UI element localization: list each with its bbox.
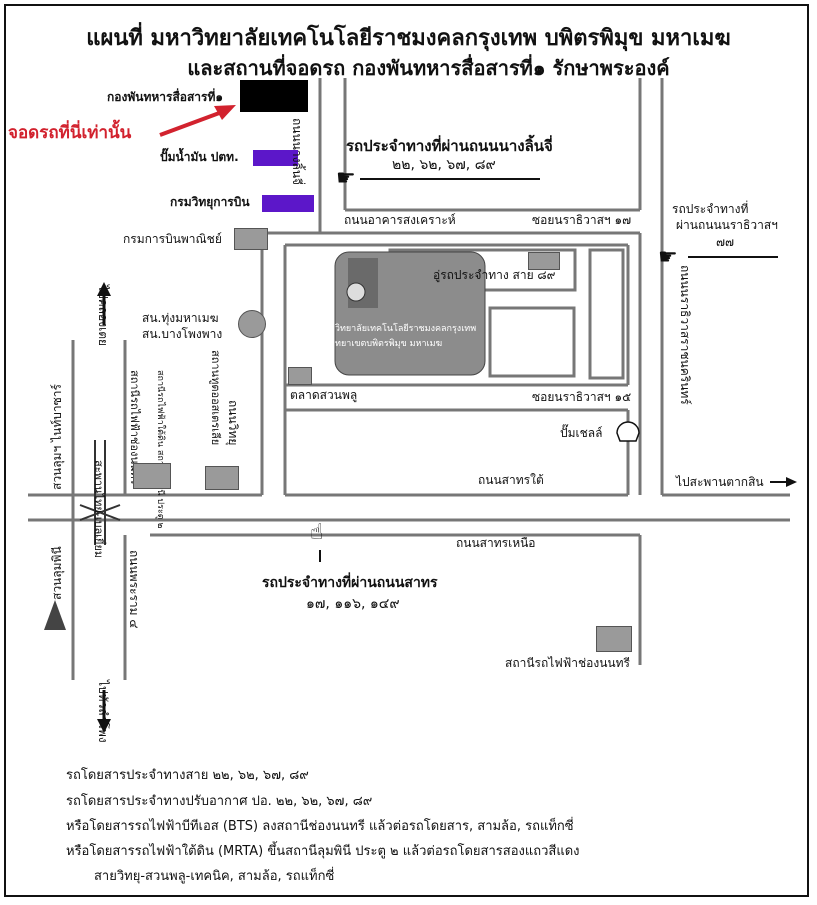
soi17-label: ซอยนราธิวาสฯ ๑๗ <box>532 213 632 227</box>
to-hua-lamphong-label: ไปหัวลำโพง <box>96 680 110 743</box>
university-label: มหาวิทยาลัยเทคโนโลยีราชมงคลกรุงเทพ <box>318 324 477 334</box>
train-icon-2 <box>596 626 632 652</box>
ptt-label: ปั๊มน้ำมัน ปตท. <box>160 150 239 164</box>
map-frame <box>4 4 809 897</box>
bus-nang-linchi-lines: ๒๒, ๖๒, ๖๗, ๘๙ <box>392 157 496 173</box>
police-badge-icon <box>238 310 266 338</box>
bus-narathiwat-title1: รถประจำทางที่ <box>672 202 749 216</box>
flag-icon <box>205 466 239 490</box>
road-arkarn-label: ถนนอาคารสงเคราะห์ <box>344 213 456 227</box>
to-taksin-label: ไปสะพานตากสิน <box>676 475 764 489</box>
footer-line-5: สายวิทยุ-สวนพลู-เทคนิค, สามล้อ, รถแท็กซี… <box>94 869 335 884</box>
plane-icon <box>234 228 268 250</box>
road-nang-linchi-label: ถนนนางลิ้นจี่ <box>290 118 304 186</box>
university-sub-label: วิทยาเขตบพิตรพิมุข มหาเมฆ <box>330 339 443 349</box>
pointing-hand-icon: ☛ <box>336 166 356 191</box>
tree-icon <box>44 600 66 630</box>
bus-nang-linchi-title: รถประจำทางที่ผ่านถนนนางลิ้นจี่ <box>346 137 553 155</box>
signal-battalion-label: กองพันทหารสื่อสารที่๑ <box>107 90 224 104</box>
ptt-block <box>253 150 298 166</box>
footer-line-1: รถโดยสารประจำทางสาย ๒๒, ๖๒, ๖๗, ๘๙ <box>66 768 309 783</box>
radio-dept-block <box>262 195 314 212</box>
bus-sathorn-lines: ๑๗, ๑๑๖, ๑๔๙ <box>306 596 400 612</box>
bus-sathorn-title: รถประจำทางที่ผ่านถนนสาทร <box>262 575 438 591</box>
map-subtitle: และสถานที่จอดรถ กองพันทหารสื่อสารที่๑ รั… <box>187 56 670 80</box>
suan-phlu-label: ตลาดสวนพลู <box>290 388 358 402</box>
footer-line-4: หรือโดยสารรถไฟฟ้าใต้ดิน (MRTA) ขึ้นสถานี… <box>66 844 580 859</box>
bts-chong-nonsi-label: สถานีรถไฟฟ้าช่องนนทรี <box>505 656 630 670</box>
lumpini-park-label: สวนลุมพินี <box>50 546 64 600</box>
shell-icon <box>616 421 640 442</box>
bang-pho-phang-label: สน.บางโพงพาง <box>142 327 223 341</box>
bridge-label: สะพานไทย-เบลเยี่ยม <box>92 460 105 559</box>
map-title: แผนที่ มหาวิทยาลัยเทคโนโลยีราชมงคลกรุงเท… <box>86 26 731 51</box>
thung-mahamek-label: สน.ทุ่งมหาเมฆ <box>142 311 219 325</box>
shell-label: ปั๊มเชลล์ <box>560 426 603 440</box>
sathorn-south-label: ถนนสาทรใต้ <box>478 473 544 487</box>
mrt-label: สถานีรถไฟฟ้าใต้ดิน สถานีลุมพินี ประตู ๒ <box>155 370 165 529</box>
market-icon <box>288 367 312 385</box>
road-witthayu-label: ถนนวิทยุ <box>226 400 240 446</box>
bus-narathiwat-title2: ผ่านถนนนราธิวาสฯ <box>676 218 778 232</box>
train-icon <box>133 463 171 489</box>
soi15-label: ซอยนราธิวาสฯ ๑๕ <box>532 390 632 404</box>
bts-overpass <box>79 440 121 545</box>
rama4-label: ถนนพระราม ๔ <box>127 550 141 629</box>
bus-icon <box>528 252 560 270</box>
pointing-hand-icon-down: ☝ <box>310 520 324 545</box>
lumpini-night-label: สวนลุมฯ ไนท์บาซาร์ <box>50 384 64 490</box>
to-khlong-toei-label: ไปคลองเตย <box>96 285 110 347</box>
pointing-hand-icon-right: ☛ <box>658 245 678 270</box>
park-here-label: จอดรถที่นี่เท่านั้น <box>8 123 132 143</box>
road-narathiwat-label: ถนนนราธิวาสราชนครินทร์ <box>678 265 692 405</box>
sathorn-north-label: ถนนสาทรเหนือ <box>456 536 536 550</box>
aviation-label: กรมการบินพาณิชย์ <box>123 232 222 246</box>
bus-narathiwat-lines: ๗๗ <box>716 235 735 249</box>
bus-depot-label: อู่รถประจำทาง สาย ๘๙ <box>433 268 556 282</box>
footer-line-3: หรือโดยสารรถไฟฟ้าบีทีเอส (BTS) ลงสถานีช่… <box>66 819 574 834</box>
footer-line-2: รถโดยสารประจำทางปรับอากาศ ปอ. ๒๒, ๖๒, ๖๗… <box>66 794 373 809</box>
parking-block <box>240 80 308 112</box>
radio-dept-label: กรมวิทยุการบิน <box>170 195 250 209</box>
